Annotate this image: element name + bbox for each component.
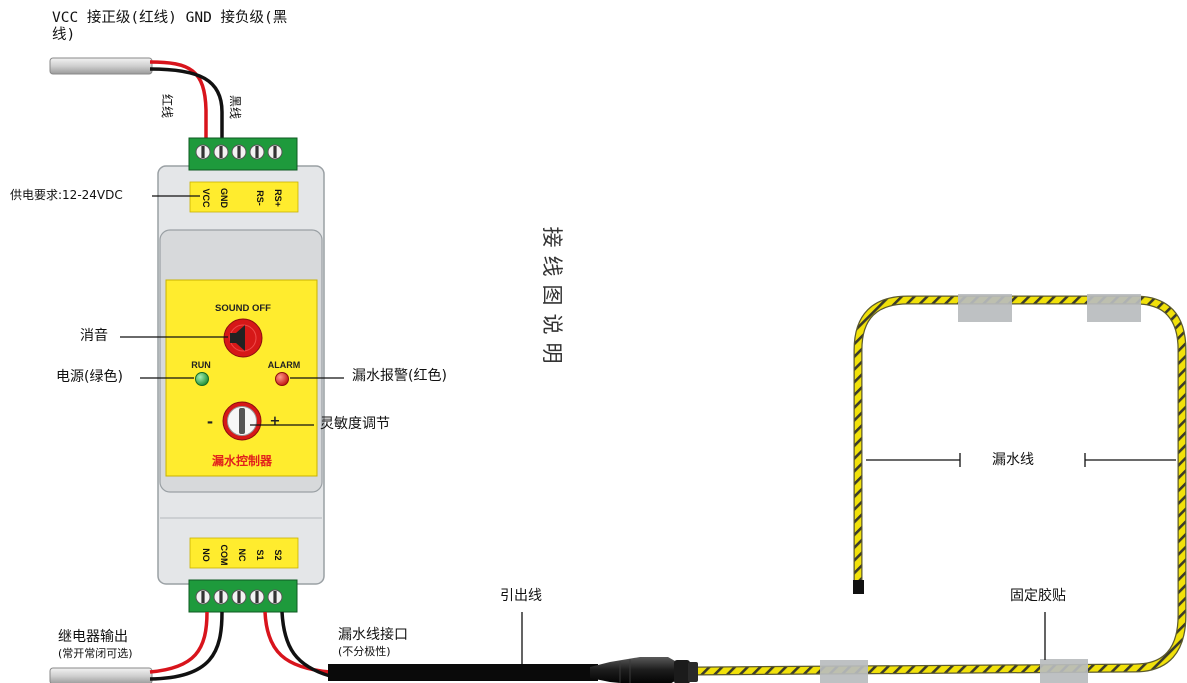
bottom-terminal-names: NO COM NC S1 S2 — [201, 545, 283, 566]
bottom-terminal-label — [189, 537, 299, 569]
sound-off-button[interactable] — [223, 318, 263, 358]
title-char-2: 线 — [540, 256, 564, 277]
top-terminal-name-1: VCC — [201, 188, 211, 208]
leak-port-note: (不分极性) — [338, 645, 391, 658]
title-char-3: 图 — [540, 285, 564, 306]
top-terminal-screw-3 — [231, 144, 247, 160]
run-led — [195, 372, 209, 386]
power-led-callout: 电源(绿色) — [56, 369, 123, 385]
bottom-terminal-name-1: NO — [201, 548, 211, 562]
mute-callout: 消音 — [80, 328, 108, 344]
top-terminal-label — [189, 181, 299, 213]
bottom-terminal-screw-5 — [267, 589, 283, 605]
bottom-terminal-name-4: S1 — [255, 549, 265, 560]
relay-output-callout: 继电器输出 — [58, 629, 128, 645]
leak-port-callout: 漏水线接口 — [338, 627, 408, 643]
speaker-icon — [230, 325, 245, 351]
top-terminal-screw-1 — [195, 144, 211, 160]
knob-minus: - — [207, 413, 213, 431]
bottom-terminal-screw-2 — [213, 589, 229, 605]
device-name: 漏水控制器 — [212, 453, 273, 468]
leak-wire-callout: 漏水线 — [992, 452, 1034, 468]
title-char-4: 说 — [540, 314, 564, 335]
alarm-led — [275, 372, 289, 386]
relay-output-note: (常开常闭可选) — [58, 647, 133, 660]
bottom-terminal-screw-1 — [195, 589, 211, 605]
alarm-label: ALARM — [268, 360, 301, 370]
top-note-line1: VCC 接正级(红线) GND 接负级(黑 — [52, 10, 288, 26]
fixing-tapes — [820, 294, 1141, 683]
top-terminal-names: VCC GND RS- RS+ — [201, 188, 283, 209]
leak-sensing-cable — [697, 295, 1187, 676]
leak-alarm-callout: 漏水报警(红色) — [352, 368, 447, 384]
sensitivity-knob[interactable] — [222, 401, 262, 441]
sound-off-label: SOUND OFF — [215, 303, 271, 314]
top-note-line2: 线) — [52, 27, 76, 43]
top-note: VCC 接正级(红线) GND 接负级(黑 线) — [52, 10, 287, 44]
leader-lines — [120, 195, 1176, 664]
run-label: RUN — [191, 360, 211, 370]
bottom-terminal-screw-4 — [249, 589, 265, 605]
power-requirement: 供电要求:12-24VDC — [10, 188, 123, 202]
lead-wire-callout: 引出线 — [500, 588, 542, 604]
cable-end-cap — [853, 580, 864, 594]
title-char-1: 接 — [540, 227, 564, 248]
fixing-tape-callout: 固定胶贴 — [1010, 588, 1066, 604]
top-terminal-screw-2 — [213, 144, 229, 160]
top-terminal-screw-5 — [267, 144, 283, 160]
bottom-terminal-name-3: NC — [237, 549, 247, 562]
bottom-terminal-name-2: COM — [219, 545, 229, 566]
power-cable — [49, 57, 224, 138]
top-terminal-name-2: GND — [219, 188, 229, 209]
top-terminal-name-5: RS+ — [273, 189, 283, 207]
bottom-terminal-name-5: S2 — [273, 549, 283, 560]
knob-plus: + — [270, 414, 281, 429]
red-wire-tag: 红线 — [160, 94, 174, 119]
black-wire-tag: 黑线 — [228, 95, 242, 120]
top-terminal-screw-4 — [249, 144, 265, 160]
sensitivity-callout: 灵敏度调节 — [320, 416, 390, 432]
connector-plug — [590, 657, 698, 683]
bottom-terminal-block — [188, 579, 298, 613]
relay-cable — [49, 611, 224, 683]
top-terminal-block — [188, 137, 298, 171]
bottom-terminal-screw-3 — [231, 589, 247, 605]
lead-wire — [263, 611, 598, 681]
title-char-5: 明 — [540, 343, 564, 364]
top-terminal-name-4: RS- — [255, 190, 265, 206]
